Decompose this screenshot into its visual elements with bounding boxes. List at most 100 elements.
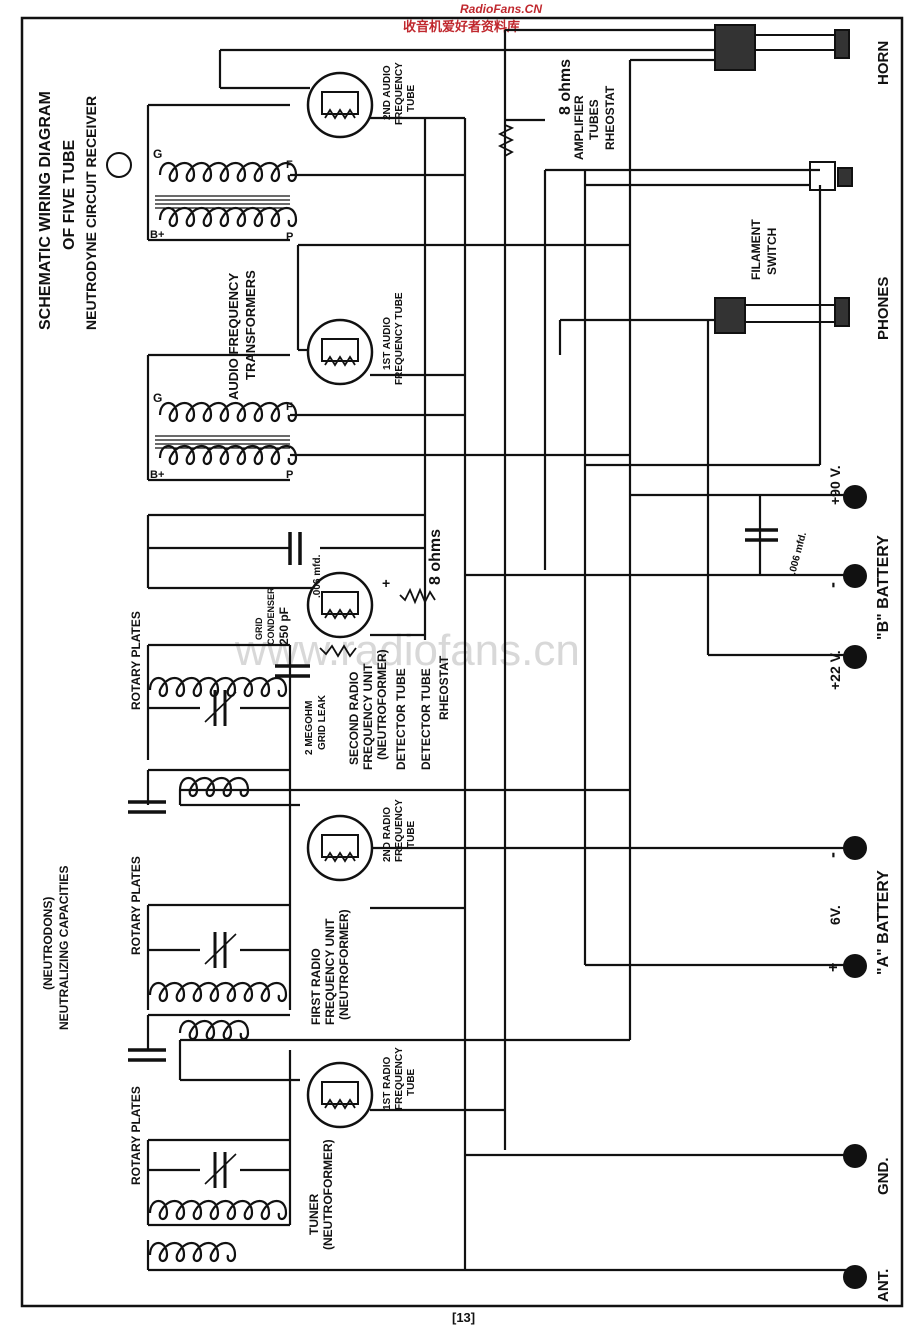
- terminal-b-22: [843, 645, 867, 669]
- title-line-3: NEUTRODYNE CIRCUIT RECEIVER: [83, 96, 99, 330]
- label-neutralizing: NEUTRALIZING CAPACITIES: [57, 866, 71, 1030]
- label-gnd: GND.: [875, 1158, 892, 1196]
- label-g-top: G: [153, 147, 162, 161]
- label-f-bottom: F: [286, 401, 293, 413]
- label-neutrodons: (NEUTRODONS): [41, 897, 55, 990]
- tube-2nd-rf: [306, 814, 374, 882]
- label-det-rheo-2: RHEOSTAT: [437, 655, 451, 720]
- label-2nd-audio-2: FREQUENCY: [394, 62, 405, 125]
- terminal-b-minus: [843, 564, 867, 588]
- label-2nd-rf-unit-3: (NEUTROFORMER): [375, 649, 389, 760]
- transformer-cores: [155, 195, 290, 449]
- label-b-cap: .006 mfd.: [787, 531, 809, 576]
- coil-winding: [148, 676, 288, 698]
- label-phones: PHONES: [875, 277, 892, 340]
- label-rotary-2: ROTARY PLATES: [129, 856, 143, 955]
- label-p-top: P: [286, 231, 293, 243]
- terminal-gnd: [843, 1144, 867, 1168]
- terminal-ant: [843, 1265, 867, 1289]
- terminal-b-90: [843, 485, 867, 509]
- coil-winding: [158, 206, 298, 228]
- coil-winding: [148, 1199, 288, 1221]
- tube-1st-audio: [306, 318, 374, 386]
- label-amp-line-3: RHEOSTAT: [603, 85, 617, 150]
- label-2nd-rf-unit-1: SECOND RADIO: [347, 672, 361, 765]
- wiring: [146, 28, 850, 1272]
- label-a-plus: +: [825, 963, 842, 972]
- fixed-capacitors: [128, 528, 778, 1062]
- label-amp-line-2: TUBES: [587, 99, 601, 140]
- horn-jack: [714, 24, 850, 71]
- label-2nd-audio-1: 2ND AUDIO: [382, 65, 393, 120]
- coil-winding: [158, 444, 298, 466]
- label-det-rheo-1: DETECTOR TUBE: [419, 668, 433, 770]
- label-grid-leak-2: GRID LEAK: [317, 694, 328, 750]
- label-tuner-2: (NEUTROFORMER): [321, 1139, 335, 1250]
- site-tagline: 收音机爱好者资料库: [403, 19, 520, 34]
- label-f-top: F: [286, 159, 293, 171]
- terminal-posts: [843, 485, 867, 1289]
- diagram-frame: [20, 16, 904, 1308]
- label-2nd-rf-tube-1: 2ND RADIO: [382, 807, 393, 862]
- label-ant: ANT.: [875, 1269, 892, 1302]
- label-audio-trans-2: TRANSFORMERS: [243, 270, 258, 380]
- coil-winding: [178, 776, 250, 798]
- label-b-bottom: B+: [150, 469, 164, 481]
- tube-2nd-audio: [306, 71, 374, 139]
- label-g-bottom: G: [153, 391, 162, 405]
- terminal-labels: HORN PHONES +90 V. - +22 V. "B" BATTERY …: [822, 41, 892, 1302]
- label-2nd-rf-tube-3: TUBE: [406, 820, 417, 848]
- coil-winding: [148, 1241, 237, 1263]
- coil-winding: [178, 1019, 250, 1041]
- label-b-90: +90 V.: [827, 465, 843, 505]
- label-rotary-3: ROTARY PLATES: [129, 1086, 143, 1185]
- phones-jack: [714, 297, 850, 334]
- label-det-cap: .006 mfd.: [312, 554, 323, 598]
- label-audio-trans-1: AUDIO FREQUENCY: [226, 273, 241, 400]
- label-horn: HORN: [875, 41, 892, 85]
- label-2nd-audio-3: TUBE: [406, 84, 417, 112]
- title-line-2: OF FIVE TUBE: [61, 139, 78, 250]
- label-amp-ohms: 8 ohms: [557, 59, 574, 115]
- site-name: RadioFans.CN: [460, 2, 542, 16]
- terminal-a-plus: [843, 954, 867, 978]
- label-2nd-rf-tube-2: FREQUENCY: [394, 799, 405, 862]
- label-1st-rf-unit-2: FREQUENCY UNIT: [323, 918, 337, 1025]
- title-line-1: SCHEMATIC WIRING DIAGRAM: [37, 91, 54, 330]
- coil-winding: [148, 981, 288, 1003]
- label-1st-rf-tube-3: TUBE: [406, 1068, 417, 1096]
- label-1st-rf-unit-3: (NEUTROFORMER): [337, 909, 351, 1020]
- coil-winding: [158, 401, 298, 423]
- component-labels: 8 ohms AMPLIFIER TUBES RHEOSTAT FILAMENT…: [41, 59, 809, 1250]
- label-1st-rf-unit-1: FIRST RADIO: [309, 948, 323, 1025]
- label-b-top: B+: [150, 229, 164, 241]
- label-b-minus: -: [822, 582, 842, 588]
- tube-detector: [306, 571, 374, 639]
- label-b-22: +22 V.: [827, 650, 843, 690]
- filament-switch: [809, 161, 853, 191]
- label-plus-detector: +: [382, 575, 390, 591]
- coil-winding: [158, 161, 298, 183]
- label-a-minus: -: [822, 852, 842, 858]
- label-p-bottom: P: [286, 469, 293, 481]
- label-grid-leak-1: 2 MEGOHM: [304, 701, 315, 755]
- label-1st-audio-1: 1ST AUDIO: [382, 317, 393, 370]
- label-filament-1: FILAMENT: [749, 219, 763, 280]
- label-filament-2: SWITCH: [765, 228, 779, 275]
- label-a-battery: "A" BATTERY: [875, 870, 892, 975]
- resistors: [319, 124, 515, 658]
- label-rotary-1: ROTARY PLATES: [129, 611, 143, 710]
- label-1st-rf-tube-2: FREQUENCY: [394, 1047, 405, 1110]
- terminal-a-minus: [843, 836, 867, 860]
- label-tuner-1: TUNER: [307, 1193, 321, 1235]
- label-1st-rf-tube-1: 1ST RADIO: [382, 1056, 393, 1110]
- label-1st-audio-2: FREQUENCY TUBE: [394, 292, 405, 385]
- label-grid-cond-3: 250 pF: [277, 607, 291, 645]
- title-block: SCHEMATIC WIRING DIAGRAM OF FIVE TUBE NE…: [37, 91, 99, 330]
- label-det-ohms: 8 ohms: [427, 529, 444, 585]
- label-2nd-rf-unit-2: FREQUENCY UNIT: [361, 663, 375, 770]
- label-detector-tube: DETECTOR TUBE: [394, 668, 408, 770]
- variable-capacitors: [204, 690, 237, 1188]
